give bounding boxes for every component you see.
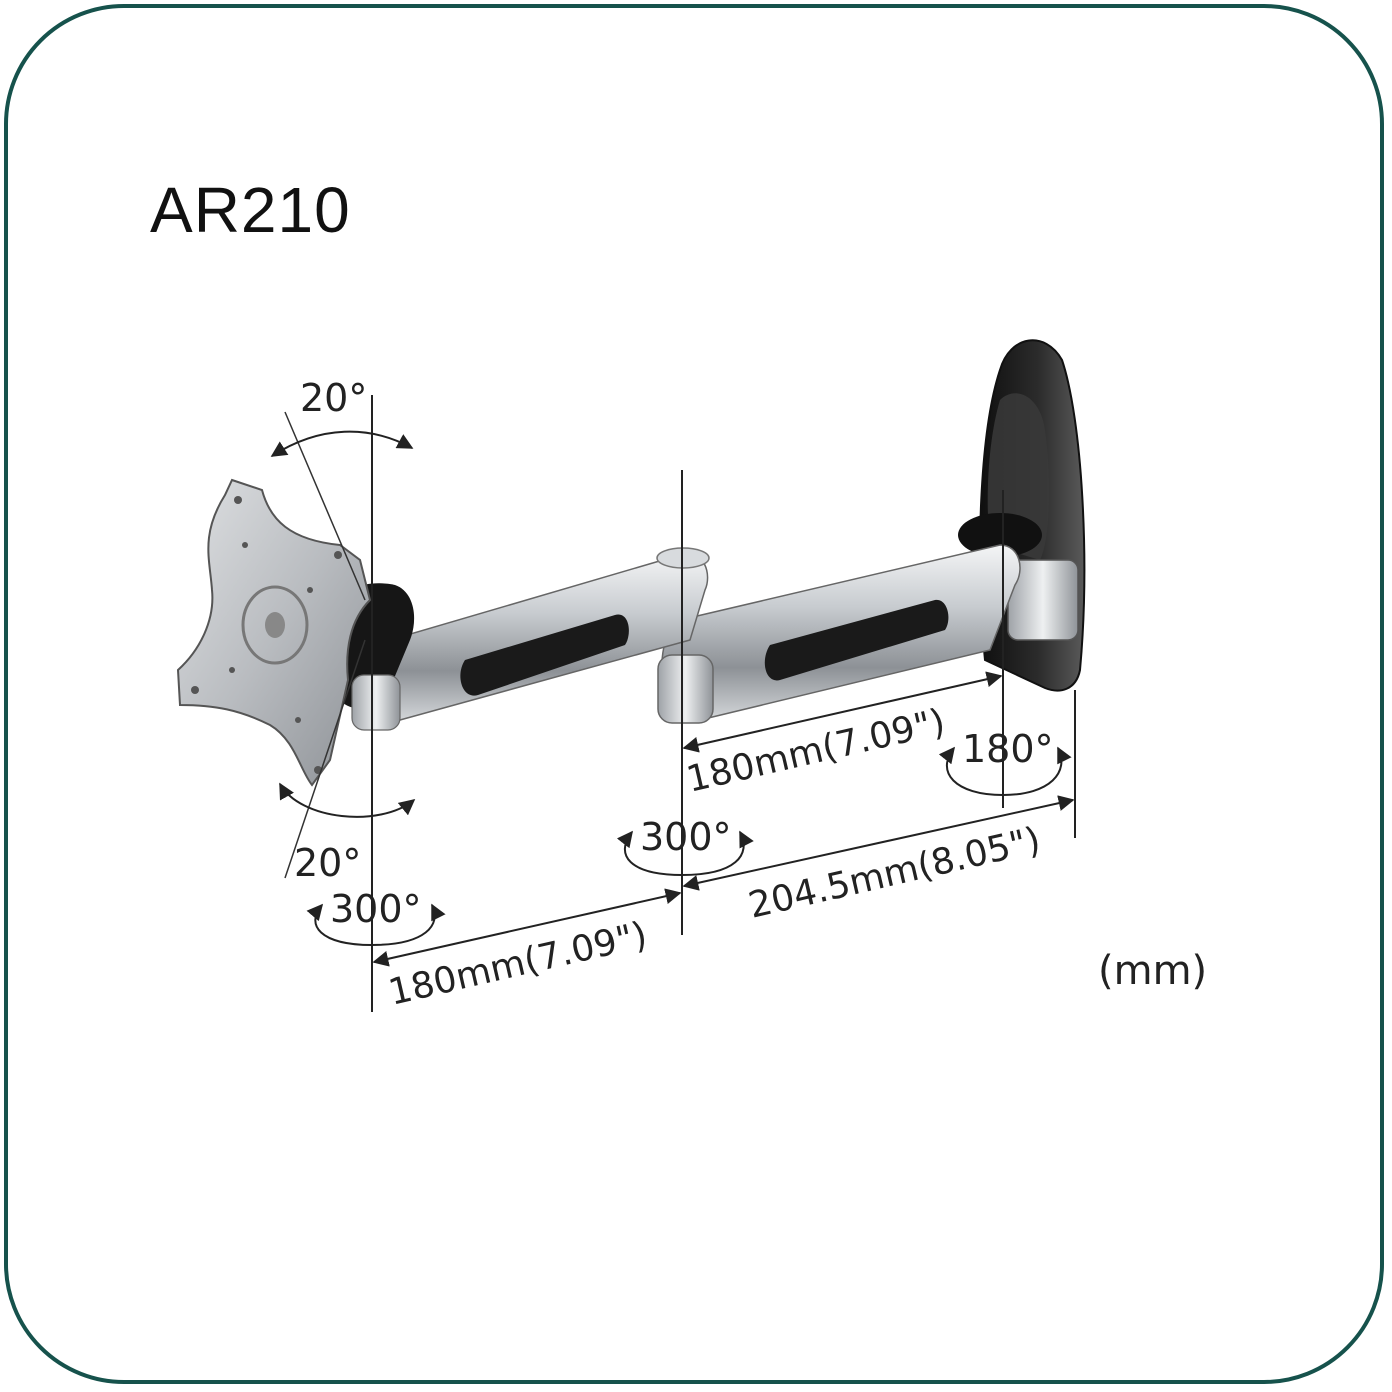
dimension-arrows: [372, 671, 1075, 967]
vesa-plate: [176, 478, 372, 787]
tilt-top-label: 20°: [300, 376, 367, 420]
vesa-hole: [191, 686, 199, 694]
arm-right-slot: [764, 599, 949, 681]
tilt-bottom-arc: [279, 782, 416, 818]
arm-left-body: [361, 553, 709, 722]
arm2-dimension-arrow: [682, 671, 1003, 753]
arm-wall-length-label: 204.5mm(8.05"): [745, 820, 1045, 927]
vesa-hole: [242, 542, 248, 548]
model-title: AR210: [150, 174, 351, 246]
vesa-hole: [334, 551, 342, 559]
swivel-middle-label: 300°: [640, 815, 732, 859]
arm-wall-dimension-arrow: [682, 795, 1075, 891]
vesa-center-ring: [241, 585, 309, 665]
swivel-wall-arc: [938, 746, 1072, 797]
swivel-middle-arc: [616, 830, 754, 877]
tilt-head-collar: [351, 674, 401, 731]
vesa-center-hole: [265, 612, 285, 638]
tilt-axis-line-lower: [284, 639, 366, 879]
arm-right-joint: [657, 654, 714, 724]
arm-segment-left: [361, 547, 710, 722]
arm-left-slot: [460, 614, 629, 696]
arm2-length-label: 180mm(7.09"): [683, 702, 949, 801]
rotation-arcs: [270, 430, 1072, 947]
vesa-hole: [295, 717, 301, 723]
vesa-hole: [307, 587, 313, 593]
tilt-bottom-label: 20°: [294, 841, 361, 885]
swivel-head-arc: [306, 903, 446, 947]
arm-segment-right: [657, 544, 1021, 724]
vesa-hole: [234, 496, 242, 504]
units-label: (mm): [1098, 948, 1207, 994]
arm1-dimension-arrow: [372, 888, 682, 967]
swivel-head-label: 300°: [330, 887, 422, 931]
tilt-top-arc: [270, 430, 414, 457]
swivel-wall-label: 180°: [962, 727, 1054, 771]
vesa-hole: [229, 667, 235, 673]
wall-hinge-cap: [958, 513, 1042, 557]
